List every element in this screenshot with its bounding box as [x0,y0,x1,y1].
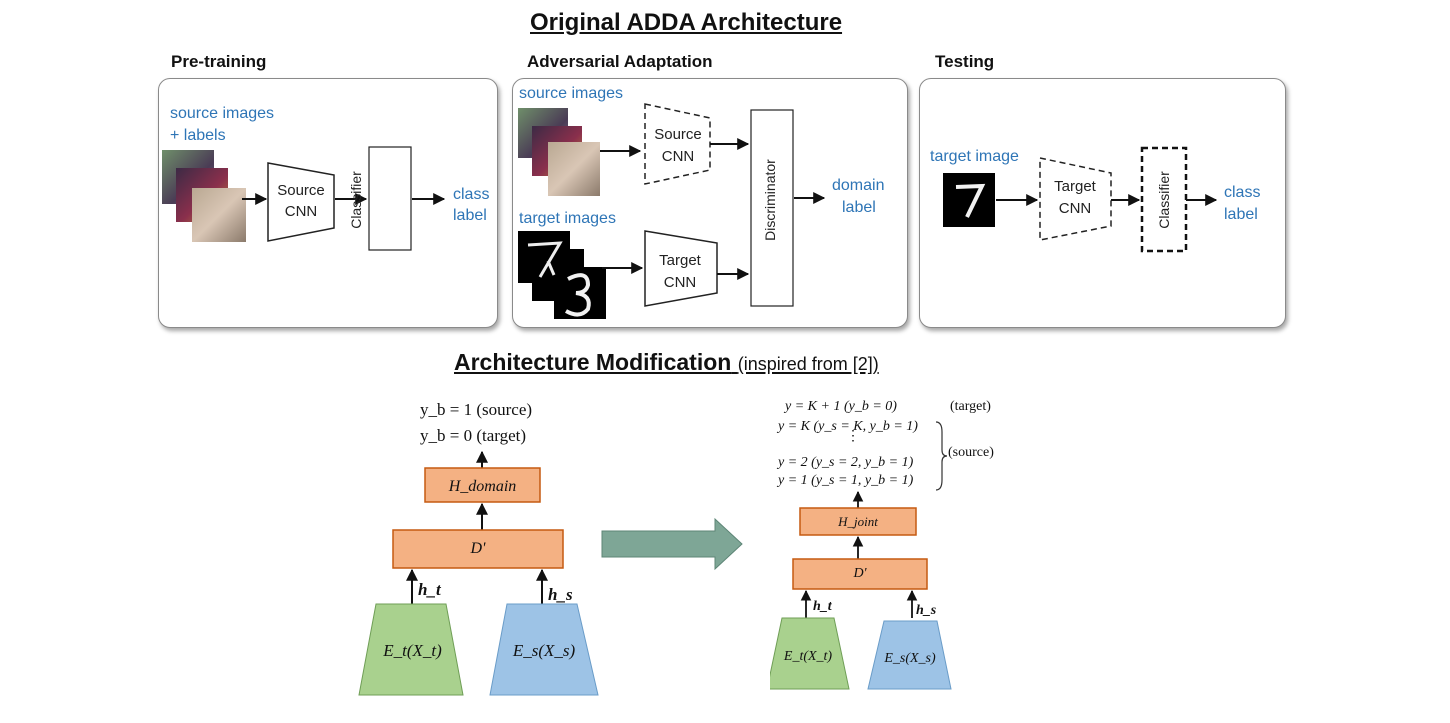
adv-source-image-stack [518,108,608,200]
left-modification-diagram [358,450,599,696]
right-enc-t-label: E_t(X_t) [783,649,833,664]
right-encoder-target [770,617,850,690]
right-row-4: y = 1 (y_s = 1, y_b = 1) [778,473,914,488]
pretraining-output-label-2: label [453,207,487,224]
right-d-prime-box [792,558,928,590]
right-h-joint-label: H_joint [838,514,878,529]
testing-cnn-label-2: CNN [1058,200,1092,217]
right-h-t-label: h_t [813,599,832,614]
left-enc-s-label: E_s(X_s) [512,641,576,660]
right-row-1-tag: (target) [950,399,991,414]
right-encoder-source [867,620,952,690]
pretraining-output-label-1: class [453,186,490,203]
testing-classifier-label: Classifier [1156,171,1172,229]
discriminator-box [750,109,794,307]
h-domain-box [424,467,541,503]
testing-diagram [996,146,1218,253]
encoder-target-trapezoid [358,603,464,696]
adversarial-title: Adversarial Adaptation [527,52,713,71]
discriminator-label: Discriminator [762,159,778,241]
adversarial-diagram [600,103,826,307]
h-joint-box [799,507,917,536]
classifier-box [368,146,412,251]
adv-target-cnn-label-2: CNN [663,274,697,291]
source-cnn-trapezoid [267,162,335,242]
pretraining-classifier-label: Classifier [348,171,364,229]
left-d-prime-label: D' [470,540,486,557]
left-h-domain-label: H_domain [448,478,517,495]
adversarial-output-label-2: label [842,199,876,216]
left-h-t-label: h_t [418,580,441,599]
source-brace [935,421,948,491]
testing-target-cnn-dashed [1039,157,1112,241]
testing-cnn-label-1: Target [1054,178,1096,195]
pretraining-cnn-label-2: CNN [284,203,318,220]
transform-arrow [601,517,743,571]
pretraining-input-label-2: + labels [170,127,226,144]
testing-target-image [943,173,995,227]
left-output-2: y_b = 0 (target) [420,426,527,445]
modification-title-text: Architecture Modification [454,349,732,375]
pretraining-diagram [242,146,446,251]
target-cnn-trapezoid [644,230,718,307]
modification-title: Architecture Modification (inspired from… [454,349,879,376]
adversarial-target-label: target images [519,210,616,227]
right-row-2: y = K (y_s = K, y_b = 1) [778,419,918,434]
left-enc-t-label: E_t(X_t) [383,641,442,660]
adversarial-output-label-1: domain [832,177,885,194]
digit-glyphs [527,241,591,317]
left-h-s-label: h_s [548,585,573,604]
pretraining-cnn-label-1: Source [277,182,325,199]
source-image [192,188,246,242]
d-prime-box [392,529,564,569]
right-source-tag: (source) [948,445,994,460]
adv-target-cnn-label-1: Target [659,252,701,269]
digit-seven [955,183,986,218]
main-title: Original ADDA Architecture [530,9,843,36]
testing-title: Testing [935,52,995,71]
modification-subtitle: (inspired from [2]) [737,354,879,374]
source-image-stack [162,150,252,246]
adv-target-image-stack [518,231,610,323]
source-cnn-dashed [644,103,711,185]
right-modification-diagram [770,490,952,690]
right-vdots: ⋮ [846,429,860,444]
right-row-1: y = K + 1 (y_b = 0) [785,399,897,414]
testing-output-label-1: class [1224,184,1261,201]
right-h-s-label: h_s [916,603,937,618]
pretraining-input-label-1: source images [170,105,275,122]
right-d-prime-label: D' [853,566,867,581]
testing-output-label-2: label [1224,206,1258,223]
adversarial-source-label: source images [519,85,624,102]
right-enc-s-label: E_s(X_s) [884,651,936,666]
right-row-3: y = 2 (y_s = 2, y_b = 1) [778,455,914,470]
testing-input-label: target image [930,148,1019,165]
pretraining-title: Pre-training [171,52,267,71]
adv-source-cnn-label-1: Source [654,126,702,143]
encoder-source-trapezoid [489,603,599,696]
source-image [548,142,600,196]
left-output-1: y_b = 1 (source) [420,400,533,419]
adv-source-cnn-label-2: CNN [661,148,695,165]
